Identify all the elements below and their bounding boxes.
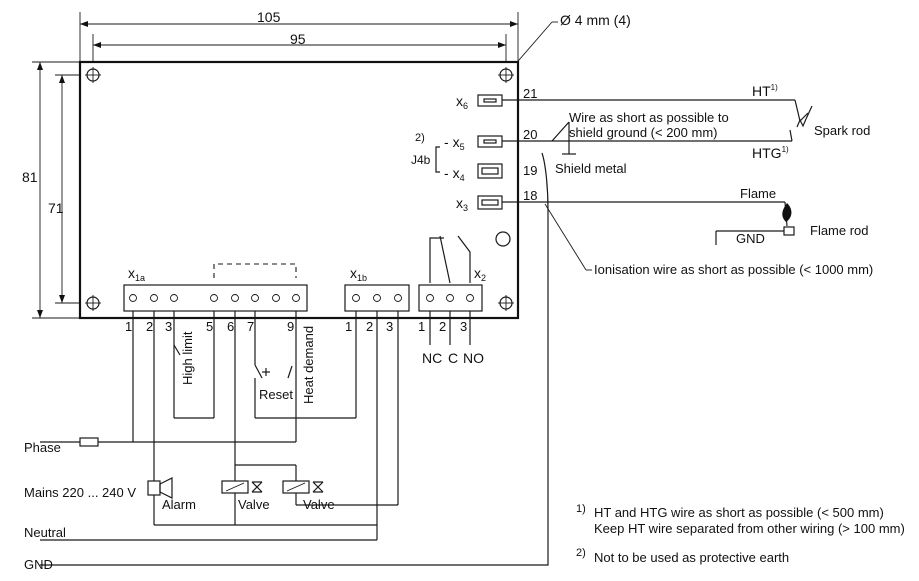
j4b-bracket [435,146,440,173]
pin-number: 1 [125,319,132,334]
valve-label-1: Valve [238,497,270,512]
spark-rod-label: Spark rod [814,123,870,138]
ht-label: HT1) [752,83,778,99]
flame-label: Flame [740,186,776,201]
dimension-lines [32,12,558,319]
shield-metal-label: Shield metal [555,161,627,176]
pin-number: 3 [165,319,172,334]
connector-x3-label: x3 [456,195,468,213]
alarm-circuit [147,311,377,526]
terminal-block-x1a [123,284,308,312]
x1b-screws [352,294,402,302]
high-limit-loop [173,311,215,419]
led-indicator [495,231,511,247]
connector-x6-label: x6 [456,93,468,111]
footnote-1-line1: HT and HTG wire as short as possible (< … [594,505,884,520]
footnote-2-line1: Not to be used as protective earth [594,550,789,565]
pin-number: 9 [287,319,294,334]
connector-x1a-label: x1a [128,265,145,283]
pin-number: 2 [439,319,446,334]
shield-ground-wire [551,121,576,155]
htg-label: HTG1) [752,145,789,161]
terminal-19: 19 [523,163,537,178]
phase-wire [40,311,297,447]
circuit-board [78,60,520,320]
flame-rod-label: Flame rod [810,223,869,238]
footnote-1-line2: Keep HT wire separated from other wiring… [594,521,905,536]
flame-wire [502,201,795,245]
contact-c: C [448,350,458,366]
valve-label-2: Valve [303,497,335,512]
pin-number: 3 [386,319,393,334]
relay-contacts [429,235,471,284]
high-limit-label: High limit [180,331,195,385]
valve-circuit [221,311,398,525]
pin-number: 5 [206,319,213,334]
reset-label: Reset [259,387,293,402]
gnd-rod-label: GND [736,231,765,246]
alarm-label: Alarm [162,497,196,512]
j4b-label: J4b [411,153,431,167]
x2-pin-numbers: 1 2 3 [418,319,467,334]
mounting-holes [85,67,514,311]
x2-screws [426,294,474,302]
wire-short-line1: Wire as short as possible to [569,110,729,125]
phase-label: Phase [24,440,61,455]
connector-x2-label: x2 [474,265,486,283]
pin-number: 2 [146,319,153,334]
x1b-wires [355,311,399,525]
pin-number: 3 [460,319,467,334]
dim-height-inner: 71 [48,200,64,216]
terminal-18: 18 [523,188,537,203]
reset-heat-demand [254,311,356,419]
connector-x1b-label: x1b [350,265,367,283]
dim-height-outer: 81 [22,169,38,185]
mains-label: Mains 220 ... 240 V [24,485,136,500]
connector-x4-label: -x4 [444,165,465,183]
terminal-21: 21 [523,86,537,101]
x2-contact-names: NC C NO [422,350,484,366]
connector-x5-label: -x5 [444,134,465,152]
ionisation-leader [40,152,592,566]
heat-demand-label: Heat demand [301,326,316,404]
contact-nc: NC [422,350,442,366]
footnote-1-mark: 1) [576,503,586,515]
dim-hole: Ø 4 mm (4) [560,12,631,28]
ionisation-label: Ionisation wire as short as possible (< … [594,262,873,277]
neutral-wire [40,525,378,541]
pin-number: 6 [227,319,234,334]
flame-icon [782,203,792,222]
x1a-pin-numbers: 1 2 3 5 6 7 9 [125,319,294,334]
pin-number: 7 [247,319,254,334]
x1a-dashed-link [213,263,297,278]
dim-width-outer: 105 [257,9,281,25]
dim-width-inner: 95 [290,31,306,47]
x1a-screws [129,294,300,302]
footnote-2-mark: 2) [576,547,586,559]
pin-number: 1 [345,319,352,334]
pin-number: 2 [366,319,373,334]
pin-number: 1 [418,319,425,334]
x1b-pin-numbers: 1 2 3 [345,319,393,334]
x2-leads [429,311,471,345]
connector-x4-body [477,163,503,179]
ht-wires [502,99,813,142]
note-ref-2: 2) [415,132,425,144]
gnd-label: GND [24,557,53,572]
terminal-20: 20 [523,127,537,142]
neutral-label: Neutral [24,525,66,540]
contact-no: NO [463,350,484,366]
wire-short-line2: shield ground (< 200 mm) [569,125,718,140]
fuse-icon [79,437,99,447]
